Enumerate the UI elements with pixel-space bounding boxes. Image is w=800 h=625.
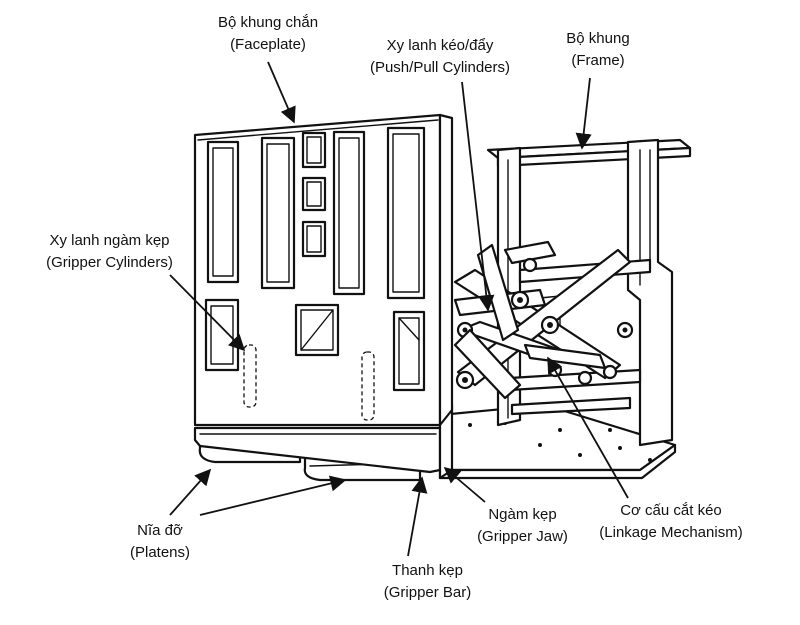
linkage-label: Cơ cấu cắt kéo (Linkage Mechanism)	[586, 500, 756, 544]
faceplate-label: Bộ khung chắn (Faceplate)	[188, 12, 348, 56]
gripper-cylinders-label: Xy lanh ngàm kẹp (Gripper Cylinders)	[22, 230, 197, 274]
gripper-bar-label-vi: Thanh kẹp	[392, 562, 463, 579]
gripper-cylinders-label-vi: Xy lanh ngàm kẹp	[49, 232, 170, 249]
gripper-bar-label: Thanh kẹp (Gripper Bar)	[365, 560, 490, 604]
gripper-jaw-label: Ngàm kẹp (Gripper Jaw)	[460, 504, 585, 548]
gripper-jaw-label-vi: Ngàm kẹp	[488, 506, 557, 523]
leader-lines	[169, 61, 629, 557]
platens-label-vi: Nĩa đỡ	[137, 522, 183, 539]
faceplate-label-en: (Faceplate)	[230, 36, 306, 53]
push-pull-label-en: (Push/Pull Cylinders)	[369, 59, 511, 76]
gripper-jaw-label-en: (Gripper Jaw)	[477, 528, 568, 545]
frame-label: Bộ khung (Frame)	[548, 28, 648, 72]
faceplate	[193, 113, 454, 427]
frame-label-en: (Frame)	[571, 52, 625, 69]
push-pull-label-vi: Xy lanh kéo/đẩy	[386, 37, 494, 54]
platens-label: Nĩa đỡ (Platens)	[110, 520, 210, 564]
gripper-bar-label-en: (Gripper Bar)	[383, 584, 472, 601]
frame-label-vi: Bộ khung	[566, 30, 630, 47]
push-pull-cylinder	[453, 243, 522, 400]
linkage-label-en: (Linkage Mechanism)	[599, 524, 743, 541]
faceplate-label-vi: Bộ khung chắn	[217, 14, 319, 31]
platens-label-en: (Platens)	[129, 544, 191, 561]
linkage-label-vi: Cơ cấu cắt kéo	[620, 502, 722, 519]
push-pull-label: Xy lanh kéo/đẩy (Push/Pull Cylinders)	[350, 35, 530, 79]
gripper-cylinders-label-en: (Gripper Cylinders)	[46, 254, 173, 271]
